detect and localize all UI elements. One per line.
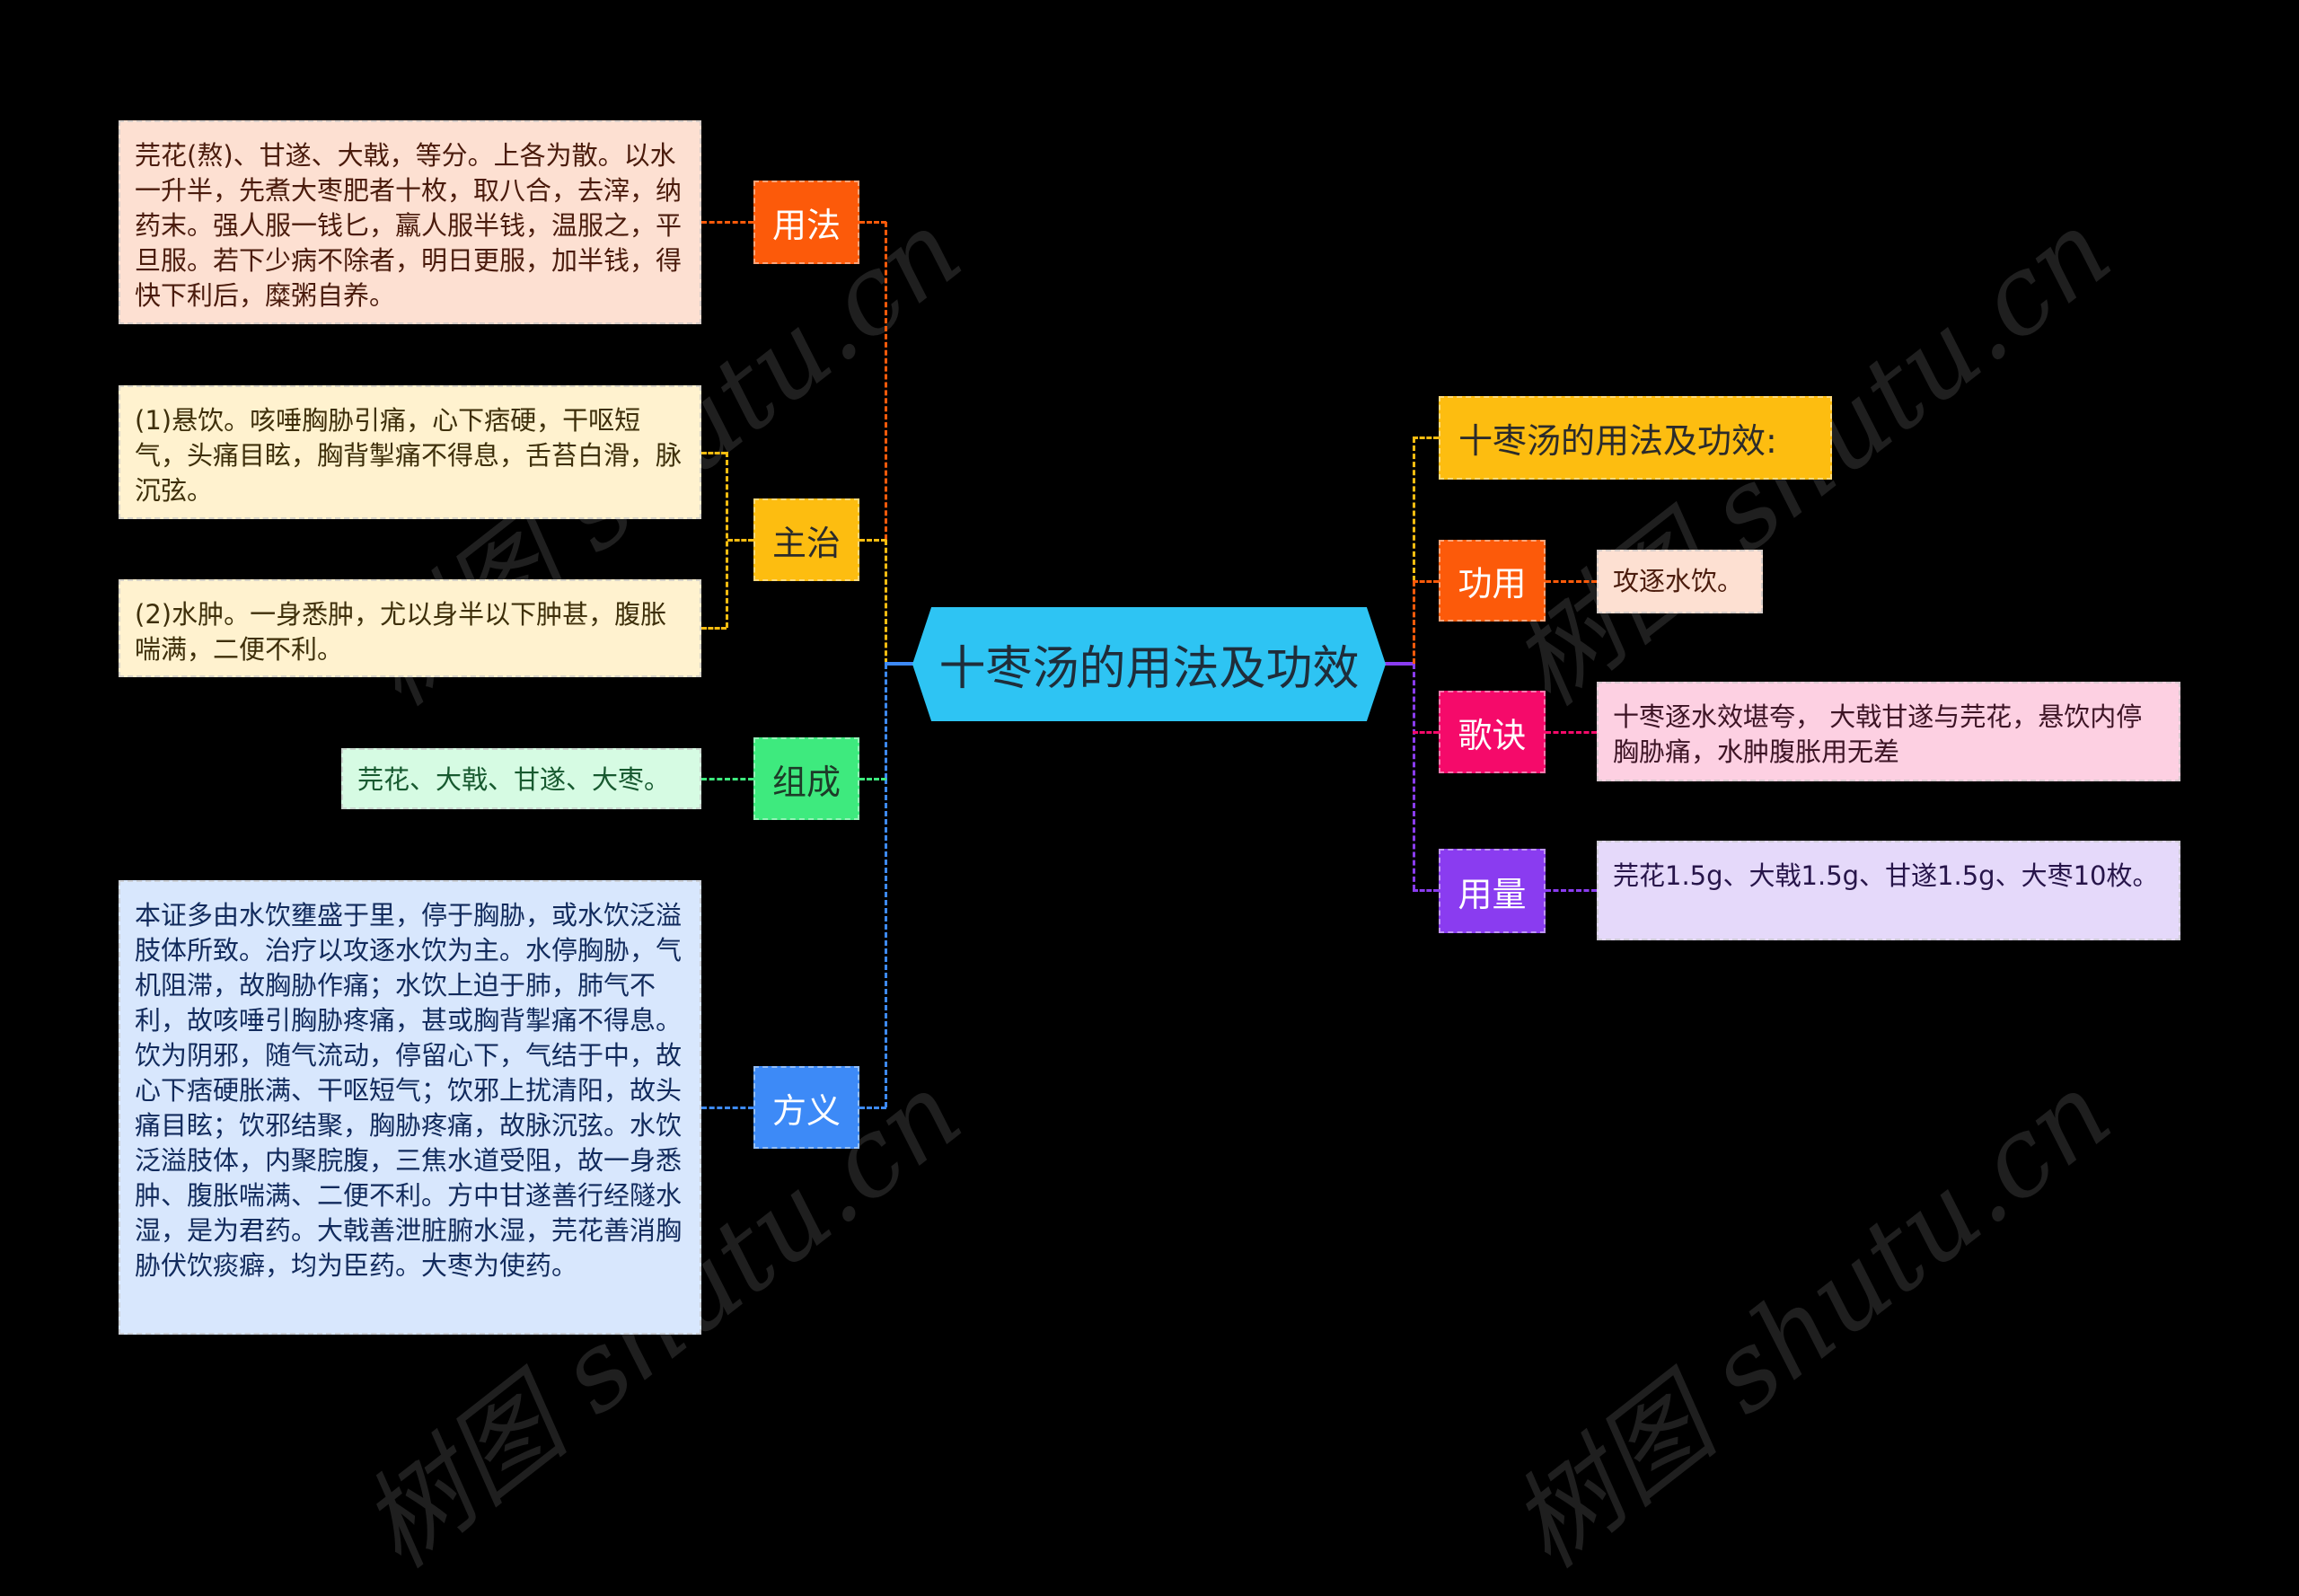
branch-composition-label: 组成 [771, 762, 841, 802]
connector-indication-leaf-2 [701, 627, 727, 630]
branch-composition[interactable]: 组成 [753, 737, 859, 820]
connector-composition [859, 778, 886, 780]
branch-verse[interactable]: 歌诀 [1439, 691, 1546, 773]
leaf-indication-2[interactable]: (2)水肿。一身悉肿，尤以身半以下肿甚，腹胀喘满，二便不利。 [119, 579, 701, 677]
connector-indication-spine [885, 540, 887, 664]
leaf-composition[interactable]: 芫花、大戟、甘遂、大枣。 [341, 748, 701, 809]
connector-center-left [885, 662, 915, 666]
leaf-indication-1[interactable]: (1)悬饮。咳唾胸胁引痛，心下痞硬，干呕短气，头痛目眩，胸背掣痛不得息，舌苔白滑… [119, 385, 701, 519]
connector-verse [1413, 731, 1439, 734]
branch-indication[interactable]: 主治 [753, 498, 859, 581]
branch-verse-label: 歌诀 [1458, 715, 1527, 755]
connector-dosage-leaf [1546, 889, 1597, 892]
leaf-formula-analysis-text: 本证多由水饮壅盛于里，停于胸胁，或水饮泛溢肢体所致。治疗以攻逐水饮为主。水停胸胁… [135, 900, 683, 1281]
branch-formula-analysis[interactable]: 方义 [753, 1066, 859, 1149]
connector-center-right [1383, 662, 1414, 666]
leaf-function[interactable]: 攻逐水饮。 [1597, 550, 1763, 613]
leaf-composition-text: 芫花、大戟、甘遂、大枣。 [357, 764, 671, 795]
connector-dosage [1413, 889, 1439, 892]
connector-right-spine-2 [1413, 581, 1415, 664]
leaf-indication-1-text: (1)悬饮。咳唾胸胁引痛，心下痞硬，干呕短气，头痛目眩，胸背掣痛不得息，舌苔白滑… [135, 405, 683, 506]
connector-right-spine-1 [1413, 437, 1415, 581]
branch-title-summary[interactable]: 十枣汤的用法及功效: [1439, 396, 1832, 480]
connector-right-spine-3 [1413, 664, 1415, 890]
leaf-verse[interactable]: 十枣逐水效堪夸， 大戟甘遂与芫花，悬饮内停胸胁痛，水肿腹胀用无差 [1597, 682, 2180, 781]
leaf-dosage-text: 芫花1.5g、大戟1.5g、甘遂1.5g、大枣10枚。 [1613, 860, 2159, 891]
connector-composition-leaf [701, 778, 753, 780]
leaf-indication-2-text: (2)水肿。一身悉肿，尤以身半以下肿甚，腹胀喘满，二便不利。 [135, 599, 667, 665]
connector-indication-fork [726, 452, 728, 628]
connector-indication-leaf [727, 539, 753, 542]
leaf-formula-analysis[interactable]: 本证多由水饮壅盛于里，停于胸胁，或水饮泛溢肢体所致。治疗以攻逐水饮为主。水停胸胁… [119, 880, 701, 1335]
branch-indication-label: 主治 [771, 523, 841, 563]
branch-dosage-label: 用量 [1458, 874, 1527, 914]
connector-title-node [1413, 436, 1439, 439]
connector-formula-leaf [701, 1107, 753, 1109]
leaf-verse-text: 十枣逐水效堪夸， 大戟甘遂与芫花，悬饮内停胸胁痛，水肿腹胀用无差 [1613, 701, 2143, 767]
leaf-usage[interactable]: 芫花(熬)、甘遂、大戟，等分。上各为散。以水一升半，先煮大枣肥者十枚，取八合，去… [119, 120, 701, 324]
connector-function-leaf [1546, 580, 1597, 583]
branch-usage[interactable]: 用法 [753, 181, 859, 264]
connector-formula-spine [885, 779, 887, 1107]
leaf-usage-text: 芫花(熬)、甘遂、大戟，等分。上各为散。以水一升半，先煮大枣肥者十枚，取八合，去… [135, 140, 683, 311]
connector-function [1413, 580, 1439, 583]
connector-usage-spine [885, 222, 887, 540]
branch-dosage[interactable]: 用量 [1439, 849, 1546, 933]
leaf-dosage[interactable]: 芫花1.5g、大戟1.5g、甘遂1.5g、大枣10枚。 [1597, 841, 2180, 940]
connector-verse-leaf [1546, 731, 1597, 734]
connector-composition-spine [885, 664, 887, 779]
branch-formula-analysis-label: 方义 [771, 1090, 841, 1131]
branch-title-summary-label: 十枣汤的用法及功效: [1458, 421, 1777, 461]
branch-function[interactable]: 功用 [1439, 540, 1546, 622]
connector-usage-leaf [701, 221, 753, 224]
connector-indication-leaf-1 [701, 452, 727, 454]
connector-usage [859, 221, 886, 224]
watermark: 树图 shutu.cn [1488, 1049, 2134, 1592]
central-topic-node[interactable]: 十枣汤的用法及功效 [912, 607, 1386, 721]
connector-formula [859, 1107, 886, 1109]
branch-usage-label: 用法 [771, 206, 841, 245]
central-topic-title: 十枣汤的用法及功效 [938, 642, 1360, 696]
connector-indication [859, 539, 886, 542]
branch-function-label: 功用 [1458, 564, 1527, 604]
leaf-function-text: 攻逐水饮。 [1613, 566, 1744, 596]
